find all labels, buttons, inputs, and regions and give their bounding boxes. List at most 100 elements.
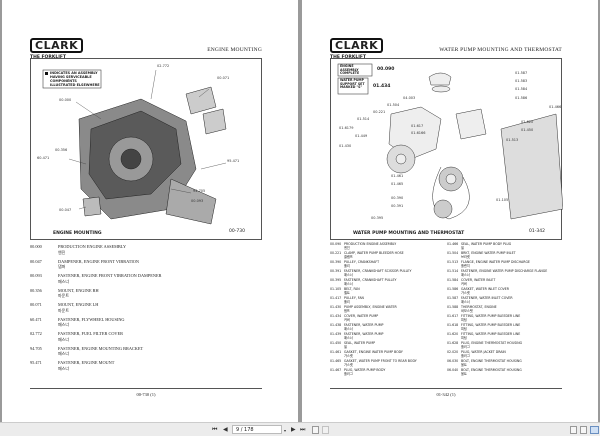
part-korean-name: 피팅 [461, 336, 467, 341]
part-number: 01.504 [447, 251, 459, 255]
callout: 01.6179 [339, 126, 354, 130]
page-number-input[interactable]: 9 / 178 [232, 425, 282, 434]
part-korean-name: 플랜지 [461, 264, 470, 269]
figure-number: 01-342 [529, 229, 545, 234]
support-set-label: WATER PUMP SUPPORT SET MARKED "S" [340, 78, 365, 90]
part-number: 00.047 [30, 258, 42, 264]
part-description: FITTING, WATER PUMP BLEEDER LINE [461, 314, 521, 318]
callout: 00.093 [191, 199, 204, 203]
part-korean-name: 패스너 [344, 282, 353, 287]
callout: 01.465 [391, 182, 404, 186]
previous-page-button[interactable]: ◀ [223, 426, 228, 433]
part-number: 01.417 [330, 296, 342, 300]
support-set-ref: 01.434 [373, 84, 391, 89]
part-description: FLANGE, ENGINE WATER PUMP DISCHARGE [461, 260, 530, 264]
part-number: 01.514 [447, 269, 459, 273]
callout: 01.586 [515, 96, 528, 100]
part-korean-name: 펌프 [344, 309, 350, 314]
part-description: FITTING, WATER PUMP BLEEDER LINE [461, 332, 521, 336]
part-description: COVER, WATER PUMP [344, 314, 379, 318]
part-number: 00.395 [330, 278, 342, 282]
pdf-viewer-toolbar: ⏮ ◀ 9 / 178 ▾ ▶ ⏭ [0, 422, 600, 436]
part-description: MOUNT, ENGINE RH [58, 287, 99, 293]
next-page-button[interactable]: ▶ [291, 426, 296, 433]
callout: 02.620 [521, 120, 534, 124]
part-number: 01.105 [330, 287, 342, 291]
part-korean-name: 패스너 [344, 327, 353, 332]
part-korean-name: 가스켓 [344, 354, 353, 359]
part-description: FASTENER, WATER PUMP [344, 323, 384, 327]
part-korean-name: 패스너 [58, 365, 70, 371]
part-korean-name: 브라켓 [461, 255, 470, 260]
part-description: FASTENER, FUEL FILTER COVER [58, 331, 124, 336]
part-korean-name: 볼트 [461, 363, 467, 368]
part-korean-name: 가스켓 [461, 291, 470, 296]
part-number: 01.618 [447, 323, 459, 327]
part-number: 95.471 [30, 360, 42, 365]
part-description: PUMP ASSEMBLY, ENGINE WATER [344, 305, 397, 309]
callout: 00.000 [59, 98, 72, 102]
callout: 01.105 [496, 198, 509, 202]
part-description: GASKET, ENGINE WATER PUMP BODY [344, 350, 403, 354]
page-thumbnail-icon[interactable] [312, 426, 319, 434]
part-korean-name: 마운트 [58, 293, 70, 298]
page-dropdown-icon[interactable]: ▾ [284, 428, 287, 433]
part-description: SEAL, WATER PUMP [344, 341, 376, 345]
callout: 04.003 [403, 96, 416, 100]
part-number: 01.466 [447, 242, 459, 246]
figure-number: 00-730 [229, 229, 245, 234]
part-description: BOLT, ENGINE THERMOSTAT HOUSING [461, 359, 522, 363]
part-korean-name: 씰 [461, 246, 464, 251]
part-number: 01.430 [330, 305, 342, 309]
callout: 00.071 [217, 76, 230, 80]
part-description: FASTENER, ENGINE MOUNTING BRACKET [58, 345, 144, 351]
part-korean-name: 패스너 [58, 336, 70, 342]
part-description: FASTENER, FLYWHEEL HOUSING [58, 316, 125, 322]
part-korean-name: 플러그 [461, 345, 470, 350]
continuous-view-icon[interactable] [580, 426, 587, 434]
part-number: 01.628 [447, 341, 459, 345]
first-page-button[interactable]: ⏮ [212, 426, 218, 433]
part-description: PULLEY, FAN [344, 296, 364, 300]
part-korean-name: 씰 [344, 345, 347, 350]
callout: 01.450 [521, 128, 534, 132]
callout: 00.391 [391, 204, 404, 208]
part-number: 06.030 [447, 359, 459, 363]
two-page-view-icon[interactable] [590, 426, 599, 434]
callout: 00.221 [373, 110, 386, 114]
water-pump-diagram: ENGINE ASSEMBLY COMPLETE 00.090 WATER PU… [330, 58, 563, 240]
callout: 00.395 [371, 216, 384, 220]
last-page-button[interactable]: ⏭ [300, 426, 306, 433]
assembly-legend: INDICATES AN ASSEMBLY HAVING SERVICEABLE… [50, 71, 100, 87]
single-page-view-icon[interactable] [570, 426, 577, 434]
part-korean-name: 마운트 [58, 307, 70, 313]
callout: 94.705 [193, 189, 206, 193]
part-korean-name: 패스너 [461, 273, 470, 278]
part-description: PRODUCTION ENGINE ASSEMBLY [58, 244, 127, 249]
part-description: CLAMP, WATER PUMP BLEEDER HOSE [344, 251, 404, 255]
part-number: 01.450 [330, 341, 342, 345]
part-number: 01.587 [447, 296, 459, 300]
part-description: COVER, WATER INLET [461, 278, 496, 282]
part-korean-name: 댐퍼 [58, 264, 66, 269]
engine-mounting-diagram: INDICATES AN ASSEMBLY HAVING SERVICEABLE… [30, 58, 262, 240]
part-number: 00.390 [330, 260, 342, 264]
callout: 01.583 [515, 79, 528, 83]
page-title: ENGINE MOUNTING [207, 47, 262, 53]
copy-icon[interactable] [322, 426, 329, 434]
part-korean-name: 클램프 [344, 255, 353, 260]
part-number: 06.040 [447, 368, 459, 372]
part-korean-name: 피팅 [461, 318, 467, 323]
part-korean-name: 엔진 [344, 246, 350, 251]
part-number: 60.471 [30, 316, 42, 322]
part-description: FASTENER, ENGINE WATER PUMP DISCHARGE FL… [461, 269, 548, 273]
part-description: FASTENER, CRANKSHAFT PULLEY [344, 278, 397, 282]
part-number: 01.584 [447, 278, 459, 282]
part-description: PULLEY, CRANKSHAFT [344, 260, 380, 264]
callout: 95.471 [227, 159, 240, 163]
part-description: BELT, FAN [344, 287, 360, 291]
part-korean-name: 플러그 [461, 354, 470, 359]
part-description: FASTENER, ENGINE MOUNT [58, 360, 115, 365]
callout: 01.514 [357, 117, 370, 121]
part-korean-name: 가스켓 [344, 363, 353, 368]
